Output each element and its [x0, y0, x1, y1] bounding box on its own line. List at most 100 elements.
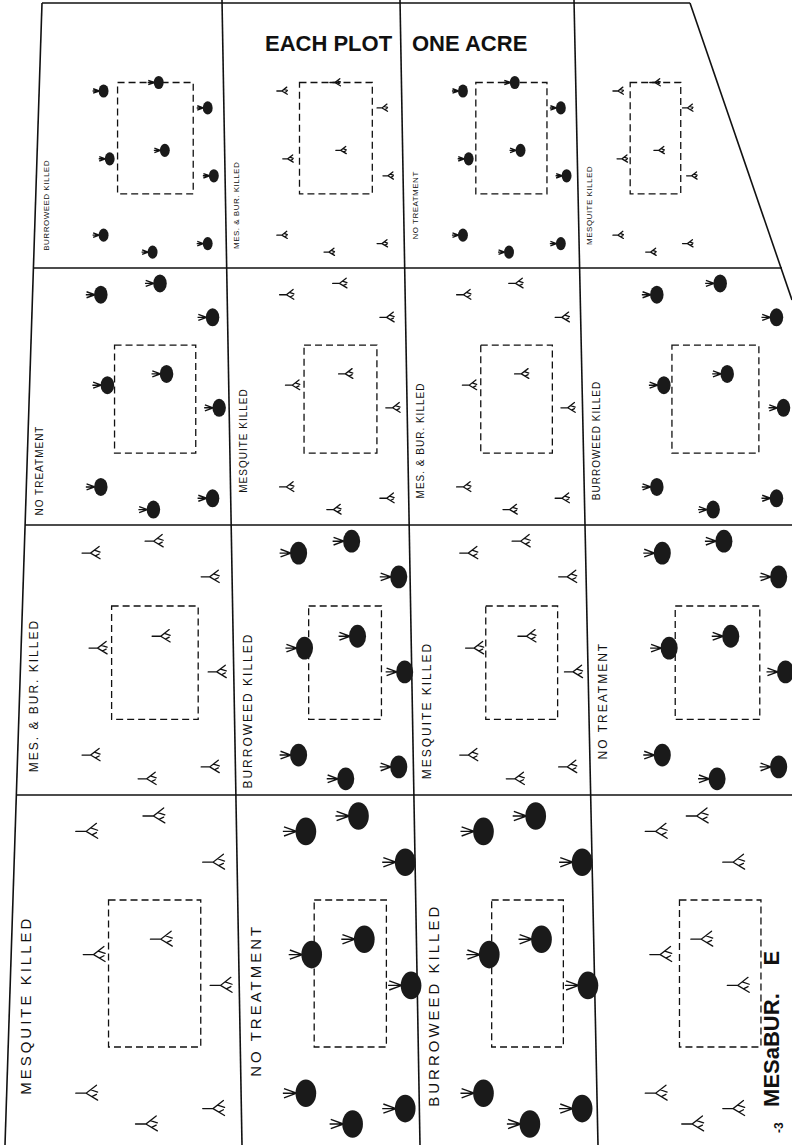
- heading-label: E: [760, 951, 784, 966]
- plot-cell: MESaBUR.: [598, 795, 792, 1145]
- burroweed-shrub: [466, 641, 484, 653]
- plot-label: MES. & BUR. KILLED: [28, 618, 41, 771]
- sample-quadrat: [672, 345, 759, 453]
- burroweed-shrub: [617, 155, 627, 162]
- burroweed-shrub: [515, 369, 529, 379]
- burroweed-shrub: [333, 278, 347, 288]
- mesquite-trunk: [198, 314, 207, 320]
- mesquite-trunk: [498, 250, 505, 254]
- plot-cell: BURROWEED KILLED: [236, 525, 409, 795]
- mesquite-canopy: [556, 101, 566, 114]
- mesquite-canopy: [206, 489, 220, 507]
- heading-label: EACH PLOT: [265, 32, 392, 56]
- mesquite-canopy: [473, 818, 494, 846]
- mesquite-trunk: [452, 233, 459, 237]
- mesquite-canopy: [147, 501, 161, 519]
- mesquite-trunk: [649, 382, 658, 388]
- burroweed-shrub: [280, 482, 294, 492]
- plot-label: NO TREATMENT: [411, 171, 420, 239]
- mesquite-canopy: [160, 365, 174, 383]
- mesquite-canopy: [390, 756, 407, 779]
- burroweed-shrub: [646, 248, 656, 255]
- mesquite-canopy: [99, 84, 109, 97]
- burroweed-shrub: [503, 504, 517, 514]
- plot-cell: NO TREATMENT: [33, 268, 226, 525]
- mesquite-trunk: [197, 106, 204, 110]
- mesquite-trunk: [507, 1119, 521, 1128]
- mesquite-trunk: [510, 148, 517, 152]
- mesquite-canopy: [531, 925, 552, 953]
- mesquite-trunk: [335, 811, 349, 820]
- mesquite-trunk: [280, 549, 291, 557]
- plot-label: BURROWEED KILLED: [426, 903, 443, 1106]
- mesquite-canopy: [572, 848, 593, 876]
- burroweed-shrub: [283, 155, 293, 162]
- burroweed-shrub: [285, 380, 299, 390]
- plot-cell: NO TREATMENT: [242, 795, 414, 1145]
- plot-label: MES. & BUR. KILLED: [233, 161, 242, 248]
- mesquite-canopy: [390, 565, 407, 588]
- burroweed-shrub: [559, 570, 577, 582]
- burroweed-shrub: [460, 748, 478, 760]
- mesquite-trunk: [550, 106, 557, 110]
- mesquite-trunk: [382, 1104, 396, 1113]
- mesquite-canopy: [154, 76, 164, 89]
- plot-cell: MES. & BUR. KILLED: [409, 268, 579, 525]
- plot-cell: NO TREATMENT: [591, 525, 792, 795]
- burroweed-shrub: [457, 482, 471, 492]
- plot-label: MESQUITE KILLED: [586, 165, 595, 244]
- mesquite-canopy: [770, 565, 787, 588]
- burroweed-shrub: [650, 947, 672, 962]
- mesquite-trunk: [93, 89, 100, 93]
- plot-cell: BURROWEED KILLED: [420, 795, 591, 1145]
- burroweed-shrub: [460, 546, 478, 558]
- mesquite-trunk: [559, 1104, 573, 1113]
- mesquite-canopy: [479, 941, 500, 969]
- burroweed-shrub: [723, 1101, 745, 1116]
- sample-quadrat: [675, 606, 760, 719]
- burroweed-shrub: [138, 772, 156, 784]
- plot-cell: BURROWEED KILLED: [42, 3, 222, 268]
- mesquite-canopy: [348, 802, 369, 830]
- mesquite-trunk: [145, 280, 154, 286]
- mesquite-canopy: [520, 1110, 541, 1138]
- mesquite-trunk: [283, 827, 297, 836]
- burroweed-shrub: [145, 535, 163, 547]
- sample-quadrat: [115, 345, 196, 453]
- mesquite-canopy: [148, 246, 158, 259]
- burroweed-shrub: [683, 104, 693, 111]
- mesquite-canopy: [105, 152, 115, 165]
- plot-label: BURROWEED KILLED: [591, 380, 602, 499]
- mesquite-trunk: [86, 292, 95, 298]
- plot-label: NO TREATMENT: [597, 641, 610, 759]
- mesquite-trunk: [504, 80, 511, 84]
- mesquite-trunk: [92, 382, 101, 388]
- plot-cell: MESQUITE KILLED: [16, 795, 236, 1145]
- mesquite-trunk: [466, 950, 480, 959]
- mesquite-canopy: [296, 1079, 317, 1107]
- mesquite-canopy: [578, 972, 599, 1000]
- mesquite-canopy: [203, 237, 213, 250]
- mesquite-trunk: [380, 763, 391, 771]
- sample-quadrat: [112, 606, 199, 719]
- burroweed-shrub: [555, 312, 569, 322]
- burroweed-shrub: [383, 172, 393, 179]
- plot-label: NO TREATMENT: [248, 923, 265, 1076]
- sample-quadrat: [481, 345, 553, 453]
- mesquite-canopy: [709, 767, 726, 790]
- burroweed-shrub: [339, 369, 353, 379]
- plot-cell: MES. & BUR. KILLED: [25, 525, 231, 795]
- plot-label: MESQUITE KILLED: [237, 388, 248, 492]
- burroweed-shrub: [457, 289, 471, 299]
- sample-quadrat: [314, 900, 386, 1047]
- sample-quadrat: [118, 83, 194, 194]
- burroweed-shrub: [380, 493, 394, 503]
- mesquite-trunk: [388, 981, 402, 990]
- burroweed-shrub: [76, 823, 98, 838]
- mesquite-canopy: [301, 941, 322, 969]
- burroweed-shrub: [506, 772, 524, 784]
- field-edge: [42, 2, 690, 4]
- burroweed-shrub: [462, 380, 476, 390]
- mesquite-trunk: [198, 495, 207, 501]
- plot-divider: [574, 0, 598, 1145]
